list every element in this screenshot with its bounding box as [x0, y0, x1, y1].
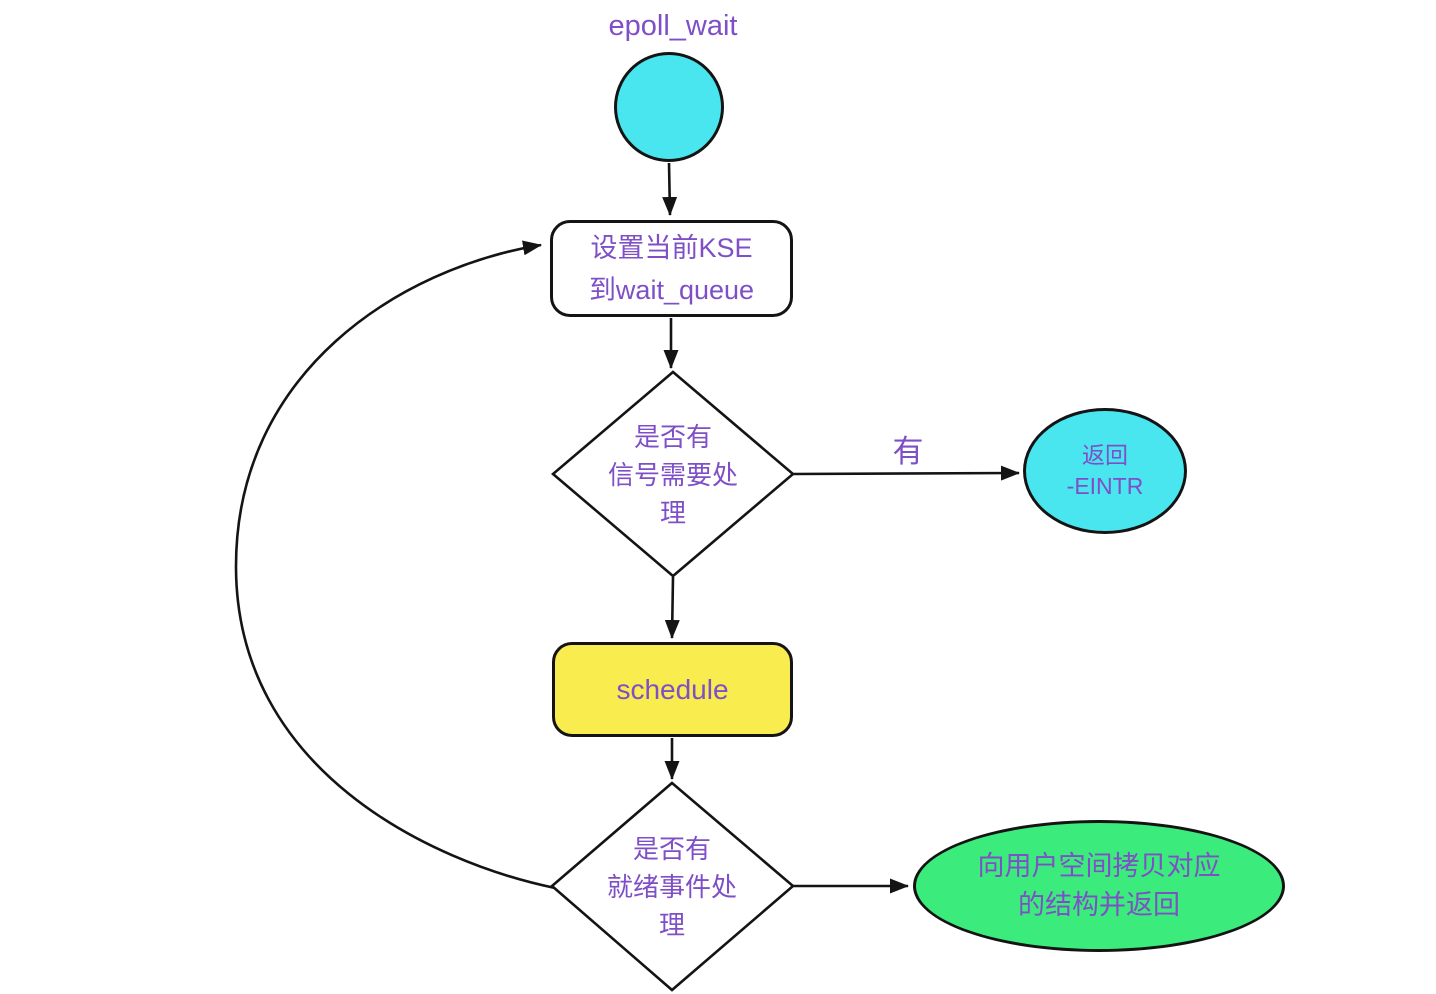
edge-start-to-setkse — [662, 162, 678, 216]
signal-check-label: 是否有 信号需要处 理 — [607, 422, 738, 528]
start-circle-node — [614, 52, 724, 162]
copy-to-user-label: 向用户空间拷贝对应 的结构并返回 — [977, 851, 1221, 920]
edge-label-yes: 有 — [892, 434, 924, 469]
diagram-title: epoll_wait — [608, 10, 738, 42]
edge-signal-to-eintr — [792, 465, 1020, 481]
edge-signal-to-schedule — [664, 576, 680, 639]
set-kse-label: 设置当前KSE 到wait_queue — [588, 232, 755, 305]
copy-to-user-node: 向用户空间拷贝对应 的结构并返回 — [913, 820, 1285, 952]
edge-loop-back — [234, 240, 556, 890]
diamond-ready-check — [550, 781, 795, 992]
return-eintr-node: 返回 -EINTR — [1023, 408, 1187, 534]
schedule-node: schedule — [552, 642, 793, 737]
ready-check-label: 是否有 就绪事件处 理 — [606, 834, 737, 940]
set-kse-node: 设置当前KSE 到wait_queue — [550, 220, 793, 317]
return-eintr-label: 返回 -EINTR — [1066, 442, 1144, 499]
schedule-label: schedule — [616, 673, 729, 705]
diamond-signal-check — [550, 370, 796, 578]
